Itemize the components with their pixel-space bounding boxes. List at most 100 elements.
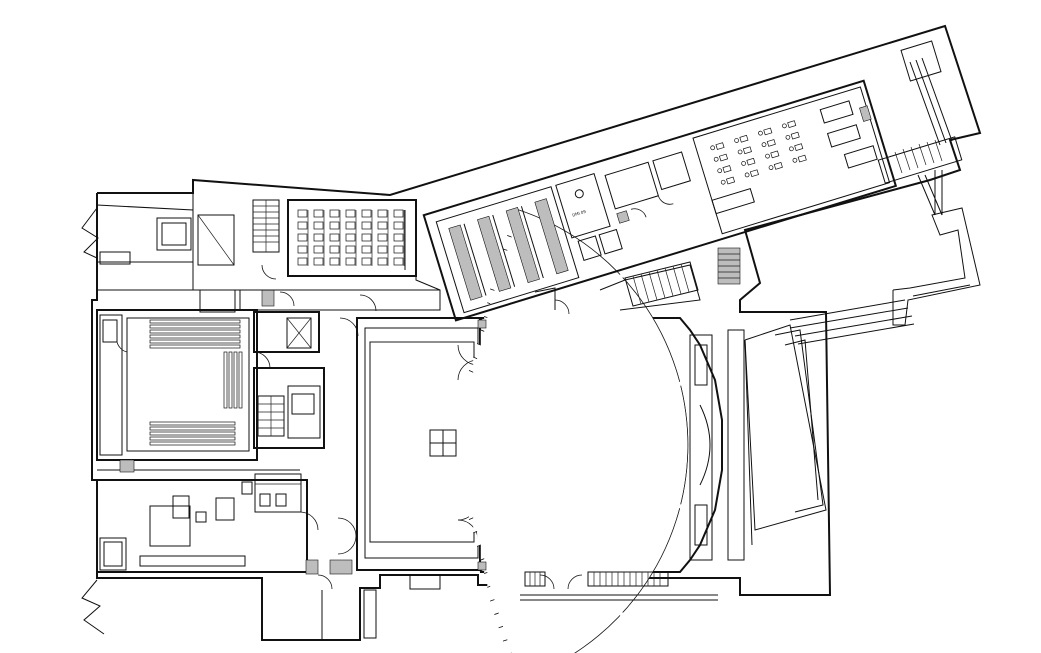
meeting-stool bbox=[713, 156, 719, 162]
left-lecture-hall bbox=[96, 309, 258, 461]
lecture-hall-rows bbox=[149, 319, 243, 446]
classroom-seat bbox=[297, 209, 308, 218]
meeting-stool bbox=[737, 149, 743, 155]
computer-lab bbox=[435, 186, 580, 314]
classroom-seat bbox=[313, 209, 324, 218]
meeting-chair bbox=[763, 127, 773, 136]
side-seat-column bbox=[238, 351, 243, 409]
upper-wing: DMI 09 bbox=[422, 79, 898, 322]
classroom-seat bbox=[361, 233, 372, 242]
classroom-seat bbox=[329, 233, 340, 242]
meeting-chair bbox=[722, 165, 732, 173]
classroom-seat bbox=[393, 233, 404, 242]
classroom-seat bbox=[345, 245, 356, 254]
meeting-chair bbox=[797, 154, 807, 163]
meeting-room bbox=[692, 86, 891, 235]
classroom-seat bbox=[377, 209, 388, 218]
classroom-seat bbox=[393, 245, 404, 254]
side-seat-column bbox=[228, 351, 233, 409]
classroom-top bbox=[287, 199, 417, 277]
meeting-chair bbox=[794, 143, 804, 151]
classroom-seat bbox=[313, 245, 324, 254]
classroom-seat bbox=[377, 245, 388, 254]
room-label: DMI 09 bbox=[572, 209, 587, 218]
classroom-seat bbox=[361, 221, 372, 230]
classroom-seat bbox=[345, 209, 356, 218]
classroom-seat bbox=[297, 245, 308, 254]
top-left-rooms bbox=[99, 199, 280, 313]
stair-upper-right bbox=[877, 136, 963, 184]
meeting-stool bbox=[765, 153, 770, 159]
classroom-seat bbox=[361, 245, 372, 254]
seat-row bbox=[149, 324, 241, 329]
meeting-room-seats bbox=[710, 120, 807, 185]
meeting-stool bbox=[792, 157, 798, 163]
classroom-seat bbox=[329, 221, 340, 230]
auditorium-aisle bbox=[515, 462, 685, 510]
side-seat-column bbox=[223, 351, 228, 409]
classroom-seat bbox=[377, 221, 388, 230]
classroom-seat bbox=[297, 233, 308, 242]
meeting-stool bbox=[782, 123, 787, 129]
auditorium-stairs-bottom bbox=[524, 571, 669, 587]
meeting-chair bbox=[715, 142, 725, 150]
classroom-seat bbox=[329, 209, 340, 218]
side-seat-column bbox=[233, 351, 238, 409]
bottom-entrances bbox=[305, 559, 583, 640]
stair-cores bbox=[253, 311, 325, 449]
classroom-seat bbox=[377, 257, 388, 266]
classroom-seats bbox=[297, 209, 405, 266]
classroom-seat bbox=[393, 209, 404, 218]
classroom-seat bbox=[313, 221, 324, 230]
auditorium bbox=[468, 208, 745, 653]
meeting-stool bbox=[744, 172, 750, 178]
meeting-stool bbox=[720, 179, 726, 185]
bridge-walkways bbox=[789, 40, 981, 345]
classroom-seat bbox=[313, 233, 324, 242]
meeting-chair bbox=[726, 176, 736, 185]
auditorium-seat-row-inner bbox=[515, 208, 689, 653]
seat-row bbox=[149, 344, 241, 349]
meeting-chair bbox=[790, 131, 800, 140]
classroom-seat bbox=[297, 221, 308, 230]
stair-top-left bbox=[252, 199, 280, 253]
classroom-seat bbox=[345, 233, 356, 242]
seat-row bbox=[149, 421, 236, 426]
auditorium-aisle bbox=[515, 380, 685, 428]
meeting-chair bbox=[742, 146, 752, 155]
auditorium-seat-rows bbox=[468, 208, 689, 653]
lower-left-room bbox=[96, 459, 319, 573]
meeting-stool bbox=[768, 165, 774, 170]
meeting-stool bbox=[710, 145, 716, 151]
classroom-seat bbox=[329, 245, 340, 254]
meeting-chair bbox=[718, 153, 729, 162]
meeting-chair bbox=[787, 120, 797, 128]
meeting-stool bbox=[789, 146, 794, 152]
meeting-stool bbox=[785, 134, 791, 140]
meeting-stool bbox=[758, 130, 763, 136]
seat-row bbox=[149, 436, 236, 441]
stair-center-right bbox=[624, 261, 699, 307]
utility-rooms: DMI 09 bbox=[555, 151, 691, 261]
seat-row bbox=[149, 441, 236, 446]
seat-row bbox=[149, 431, 236, 436]
meeting-chair bbox=[746, 157, 756, 166]
classroom-seat bbox=[393, 257, 404, 266]
classroom-seat bbox=[393, 221, 404, 230]
meeting-stool bbox=[734, 138, 739, 143]
classroom-seat bbox=[377, 233, 388, 242]
seat-row bbox=[149, 319, 241, 324]
right-wedge bbox=[744, 324, 827, 546]
stage bbox=[337, 317, 481, 571]
meeting-chair bbox=[766, 139, 776, 147]
classroom-seat bbox=[345, 257, 356, 266]
meeting-chair bbox=[770, 150, 780, 159]
classroom-seat bbox=[297, 257, 308, 266]
seat-row bbox=[149, 329, 241, 334]
seat-row bbox=[149, 426, 236, 431]
seat-row bbox=[149, 339, 241, 344]
meeting-stool bbox=[761, 142, 767, 147]
classroom-seat bbox=[361, 257, 372, 266]
auditorium-aisle bbox=[495, 496, 626, 619]
